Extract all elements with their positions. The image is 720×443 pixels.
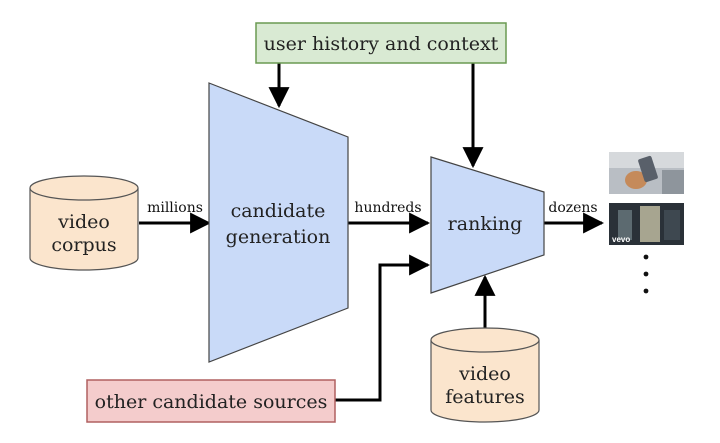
video-features-label-line2: features <box>445 386 525 408</box>
video-corpus-label-line2: corpus <box>51 234 116 256</box>
edge-label-millions: millions <box>147 200 203 216</box>
user-history-label: user history and context <box>264 33 499 55</box>
other-sources-box: other candidate sources <box>86 379 336 423</box>
more-results-ellipsis <box>643 254 649 294</box>
arrows <box>139 63 605 402</box>
video-corpus-label-line1: video <box>57 211 110 233</box>
vevo-badge: vevo <box>612 235 630 244</box>
user-history-box: user history and context <box>255 22 507 64</box>
ranking-funnel: ranking <box>430 156 545 294</box>
candidate-generation-funnel: candidate generation <box>208 82 349 363</box>
video-features-label-line1: video <box>458 363 511 385</box>
arrow-other-sources-to-ranking <box>335 254 431 402</box>
candidate-generation-label-line1: candidate <box>231 200 326 222</box>
candidate-generation-label-line2: generation <box>226 226 331 248</box>
other-sources-label: other candidate sources <box>95 391 328 413</box>
ranking-label: ranking <box>448 213 523 235</box>
result-thumbnail-1 <box>609 152 684 194</box>
video-features-cylinder: video features <box>430 327 540 423</box>
result-thumbnail-2: vevo <box>609 203 684 245</box>
edge-label-dozens: dozens <box>548 200 597 216</box>
edge-label-hundreds: hundreds <box>354 200 421 216</box>
video-corpus-cylinder: video corpus <box>29 175 139 271</box>
